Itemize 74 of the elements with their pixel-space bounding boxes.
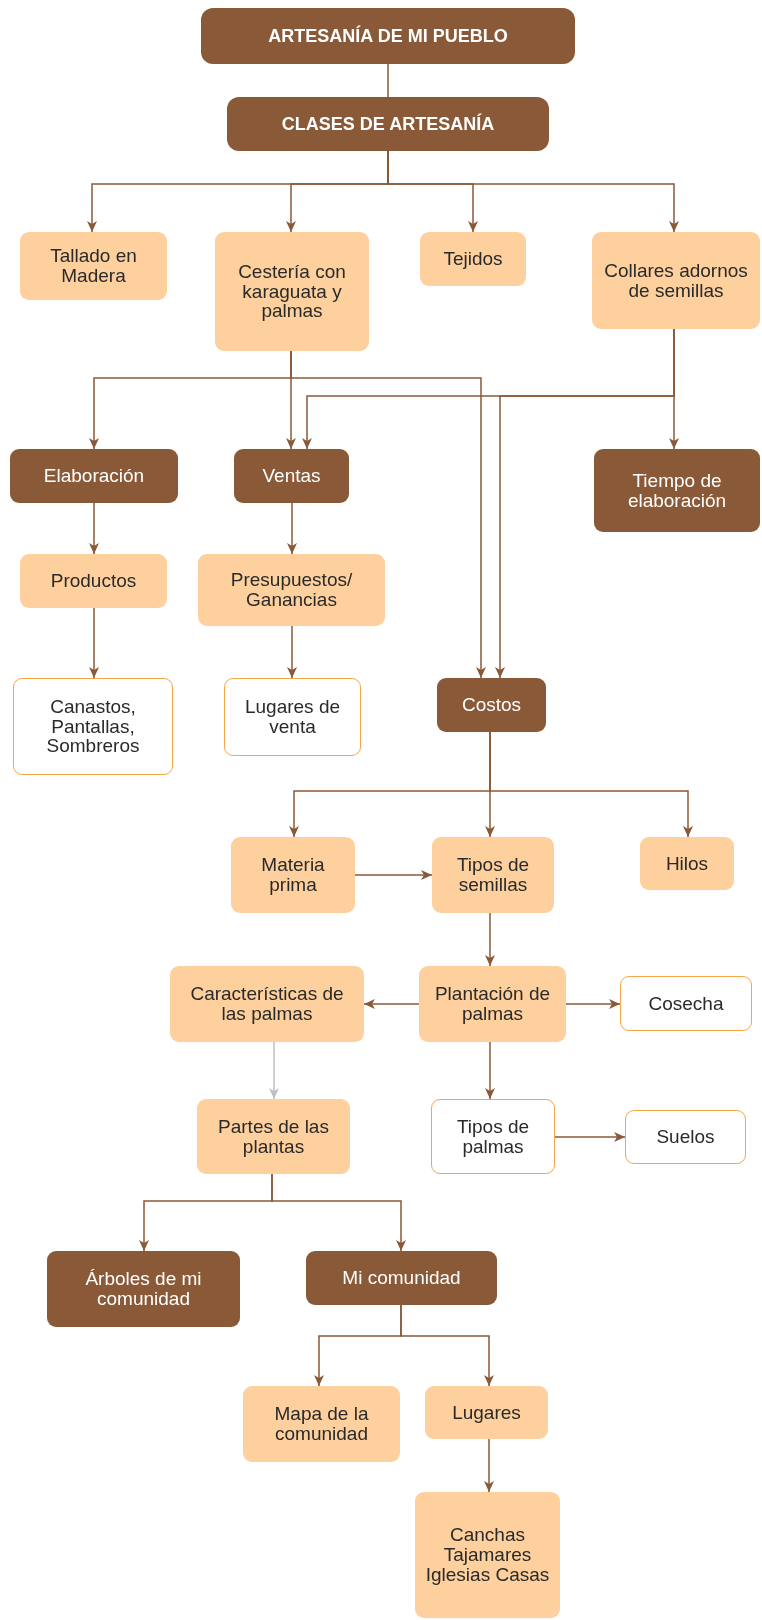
arrow	[269, 1041, 279, 1100]
process-box	[640, 837, 734, 890]
process-box	[20, 554, 167, 608]
process-box	[47, 1251, 240, 1327]
arrow	[287, 625, 297, 679]
node-label: Canchas Tajamares Iglesias Casas	[424, 1525, 551, 1585]
node-label: Hilos	[665, 853, 709, 874]
node-label: Tipos de palmas	[455, 1116, 531, 1157]
node-label: Materia prima	[260, 855, 326, 895]
arrow	[89, 607, 99, 679]
outlined-box	[224, 678, 361, 756]
process-box	[198, 554, 385, 626]
node-label: Costos	[461, 695, 522, 715]
connector-line	[387, 63, 389, 98]
arrow	[287, 502, 297, 555]
node-label: Tejidos	[443, 249, 503, 269]
process-box	[20, 232, 167, 300]
process-box	[231, 837, 355, 913]
outlined-box	[625, 1110, 746, 1164]
node-label: Productos	[50, 571, 137, 591]
process-box	[415, 1492, 560, 1618]
node-label: ARTESANÍA DE MI PUEBLO	[268, 26, 508, 46]
process-box	[420, 232, 526, 286]
node-label: Tallado en Madera	[49, 246, 138, 286]
node-label: Lugares de venta	[243, 697, 342, 737]
arrow	[271, 1173, 406, 1252]
process-box	[425, 1386, 548, 1439]
node-label: Lugares	[452, 1402, 521, 1423]
process-box	[201, 8, 575, 64]
process-box	[197, 1099, 350, 1174]
node-label: Mi comunidad	[342, 1268, 461, 1288]
process-box	[243, 1386, 400, 1462]
process-box	[437, 678, 546, 732]
node-label: Cestería con karaguata y palmas	[237, 261, 347, 322]
node-label: Tipos de semillas	[455, 855, 531, 895]
node-label: Partes de las plantas	[217, 1116, 330, 1157]
node-label: Árboles de mi comunidad	[84, 1269, 203, 1309]
node-label: Características de las palmas	[189, 984, 345, 1024]
arrow	[400, 1304, 494, 1387]
process-box	[170, 966, 364, 1042]
node-label: CLASES DE ARTESANÍA	[281, 114, 495, 134]
node-label: Suelos	[656, 1127, 715, 1147]
process-box	[592, 232, 760, 329]
arrow	[554, 1132, 626, 1142]
outlined-box	[13, 678, 173, 775]
arrow	[290, 350, 486, 679]
node-label: Tiempo de elaboración	[626, 470, 728, 511]
node-label: Mapa de la comunidad	[273, 1404, 370, 1444]
process-box	[10, 449, 178, 503]
process-box	[306, 1251, 497, 1305]
outlined-box	[431, 1099, 555, 1174]
node-label: Plantación de palmas	[433, 984, 552, 1024]
arrow	[669, 328, 679, 450]
node-label: Elaboración	[43, 466, 145, 486]
node-label: Ventas	[262, 466, 321, 486]
process-box	[215, 232, 369, 351]
process-box	[227, 97, 549, 151]
node-label: Collares adornos de semillas	[603, 260, 749, 301]
node-label: Canastos, Pantallas, Sombreros	[45, 696, 141, 757]
process-box	[432, 837, 554, 913]
process-box	[419, 966, 566, 1042]
arrow	[565, 999, 621, 1009]
arrow	[354, 870, 433, 880]
arrow	[89, 502, 99, 555]
arrow	[485, 912, 495, 967]
process-box	[594, 449, 760, 532]
arrow	[489, 731, 693, 838]
outlined-box	[620, 976, 752, 1031]
arrow	[484, 1438, 494, 1493]
process-box	[234, 449, 349, 503]
arrow	[363, 999, 420, 1009]
node-label: Cosecha	[648, 993, 724, 1014]
arrow	[485, 1041, 495, 1100]
node-label: Presupuestos/ Ganancias	[229, 570, 354, 610]
